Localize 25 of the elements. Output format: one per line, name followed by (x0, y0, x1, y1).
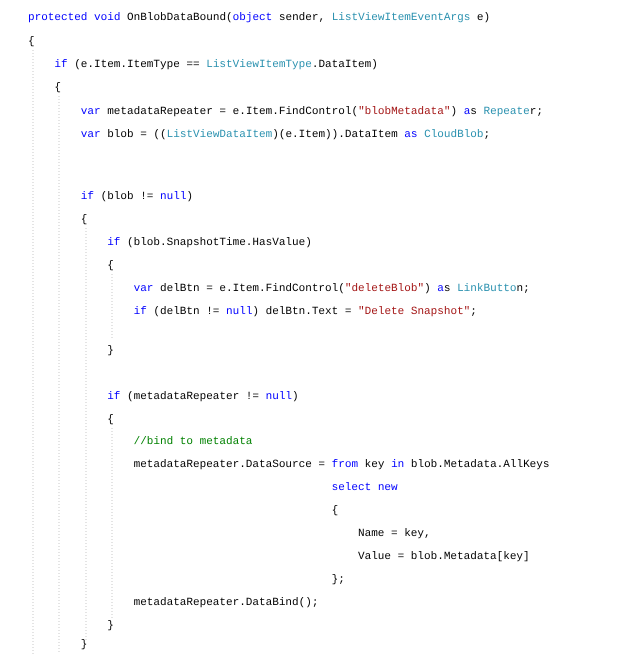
code-comment: //bind to metadata (134, 435, 252, 449)
code-line: metadataRepeater.DataSource = from key in blob.Metadata.AllKeys (134, 458, 550, 472)
code-line: { (107, 413, 114, 427)
code-line: if (blob.SnapshotTime.HasValue) (107, 236, 312, 250)
code-line: Value = blob.Metadata[key] (358, 550, 530, 564)
code-line: { (54, 81, 61, 95)
code-line: { (332, 504, 338, 518)
code-line: var delBtn = e.Item.FindControl("deleteBlob") as LinkButton; (134, 282, 530, 296)
code-line: var blob = ((ListViewDataItem)(e.Item)).DataItem as CloudBlob; (80, 128, 490, 142)
code-line: if (delBtn != null) delBtn.Text = "Delete Snapshot"; (134, 305, 477, 319)
code-line: }; (332, 573, 345, 587)
code-line: { (28, 35, 35, 49)
code-line: } (107, 344, 114, 358)
code-line: metadataRepeater.DataBind(); (134, 596, 318, 610)
code-line: if (metadataRepeater != null) (107, 390, 299, 404)
code-line: } (107, 619, 114, 633)
code-line: if (blob != null) (80, 190, 194, 204)
code-line: { (107, 259, 114, 273)
code-line: select new (332, 481, 398, 495)
code-line: protected void OnBlobDataBound(object sender, ListViewItemEventArgs e) (28, 11, 490, 25)
code-line: if (e.Item.ItemType == ListViewItemType.DataItem) (54, 58, 378, 72)
code-line: } (80, 638, 88, 652)
code-line: var metadataRepeater = e.Item.FindControl("blobMetadata") as Repeater; (80, 105, 543, 119)
code-line: Name = key, (358, 527, 431, 541)
code-line: { (80, 213, 88, 227)
